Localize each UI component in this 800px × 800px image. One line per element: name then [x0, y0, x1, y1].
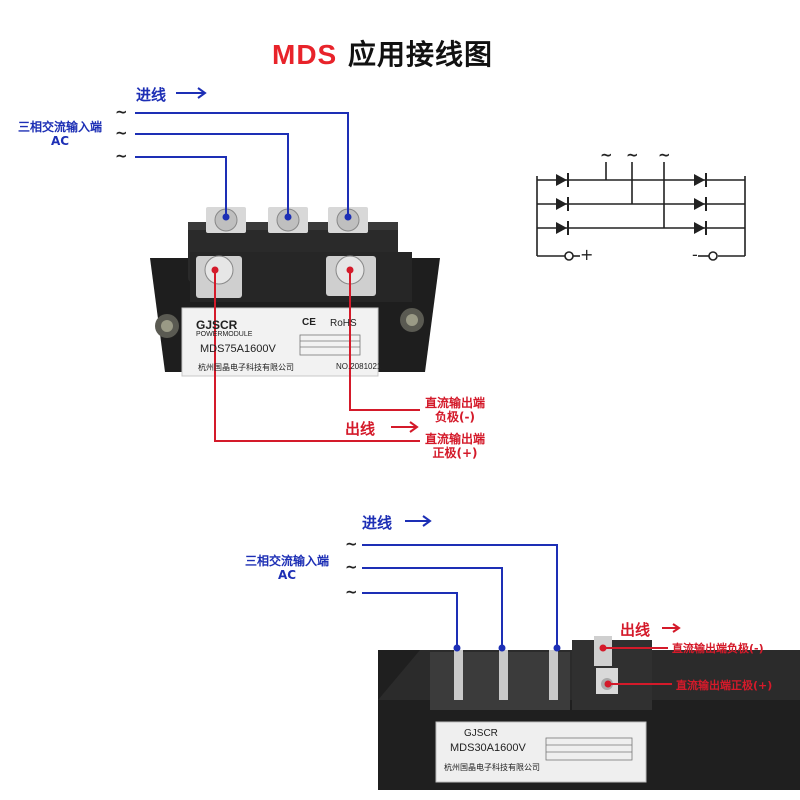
top-ac-label: 三相交流输入端 AC [17, 120, 102, 148]
top-module-brand: GJSCR [196, 318, 238, 332]
schematic-tilde-3: ~ [658, 146, 671, 164]
bottom-output-wires [603, 623, 681, 685]
top-tilde-3: ~ [115, 147, 128, 165]
top-module-ce-mark: CE [302, 317, 316, 328]
bottom-module-model: MDS30A1600V [450, 742, 526, 754]
bottom-tilde-2: ~ [345, 558, 358, 576]
schematic-plus: + [580, 245, 594, 264]
bottom-tilde-1: ~ [345, 535, 358, 553]
top-input-wires [135, 87, 349, 220]
bottom-output-label: 出线 [620, 621, 651, 639]
bridge-schematic [536, 162, 746, 261]
bottom-tilde-3: ~ [345, 583, 358, 601]
top-module-maker: 杭州国晶电子科技有限公司 [198, 363, 294, 372]
page-title: MDS 应用接线图 [272, 33, 493, 73]
title-text: 应用接线图 [347, 38, 493, 71]
top-tilde-1: ~ [115, 103, 128, 121]
top-dc-positive-terminal [196, 255, 242, 298]
schematic-minus: - [692, 245, 698, 264]
bottom-module-brand: GJSCR [464, 728, 498, 739]
top-module-model: MDS75A1600V [200, 343, 276, 355]
top-output-wires [214, 270, 420, 442]
bottom-negative-label: 直流输出端负极(-) [672, 642, 764, 655]
top-positive-label: 直流输出端 正极(+) [425, 432, 486, 460]
title-brand: MDS [272, 39, 338, 70]
schematic-tilde-1: ~ [600, 146, 613, 164]
bottom-positive-label: 直流输出端正极(+) [676, 679, 773, 692]
bottom-module [378, 636, 800, 790]
top-module-sub: POWERMODULE [196, 331, 253, 338]
top-module-serial: NO.2081021 [336, 362, 382, 371]
bottom-input-label: 进线 [362, 514, 393, 532]
bottom-ac-label: 三相交流输入端 AC [244, 554, 329, 582]
schematic-tilde-2: ~ [626, 146, 639, 164]
bottom-input-wires [362, 515, 558, 650]
top-negative-label: 直流输出端 负极(-) [425, 396, 486, 424]
top-module-rohs-mark: RoHS [330, 318, 357, 329]
bottom-module-maker: 杭州国晶电子科技有限公司 [444, 763, 540, 772]
top-tilde-2: ~ [115, 124, 128, 142]
top-module [150, 207, 440, 377]
top-output-label: 出线 [345, 420, 376, 438]
top-input-label: 进线 [136, 86, 167, 104]
bridge-diodes [556, 173, 707, 235]
